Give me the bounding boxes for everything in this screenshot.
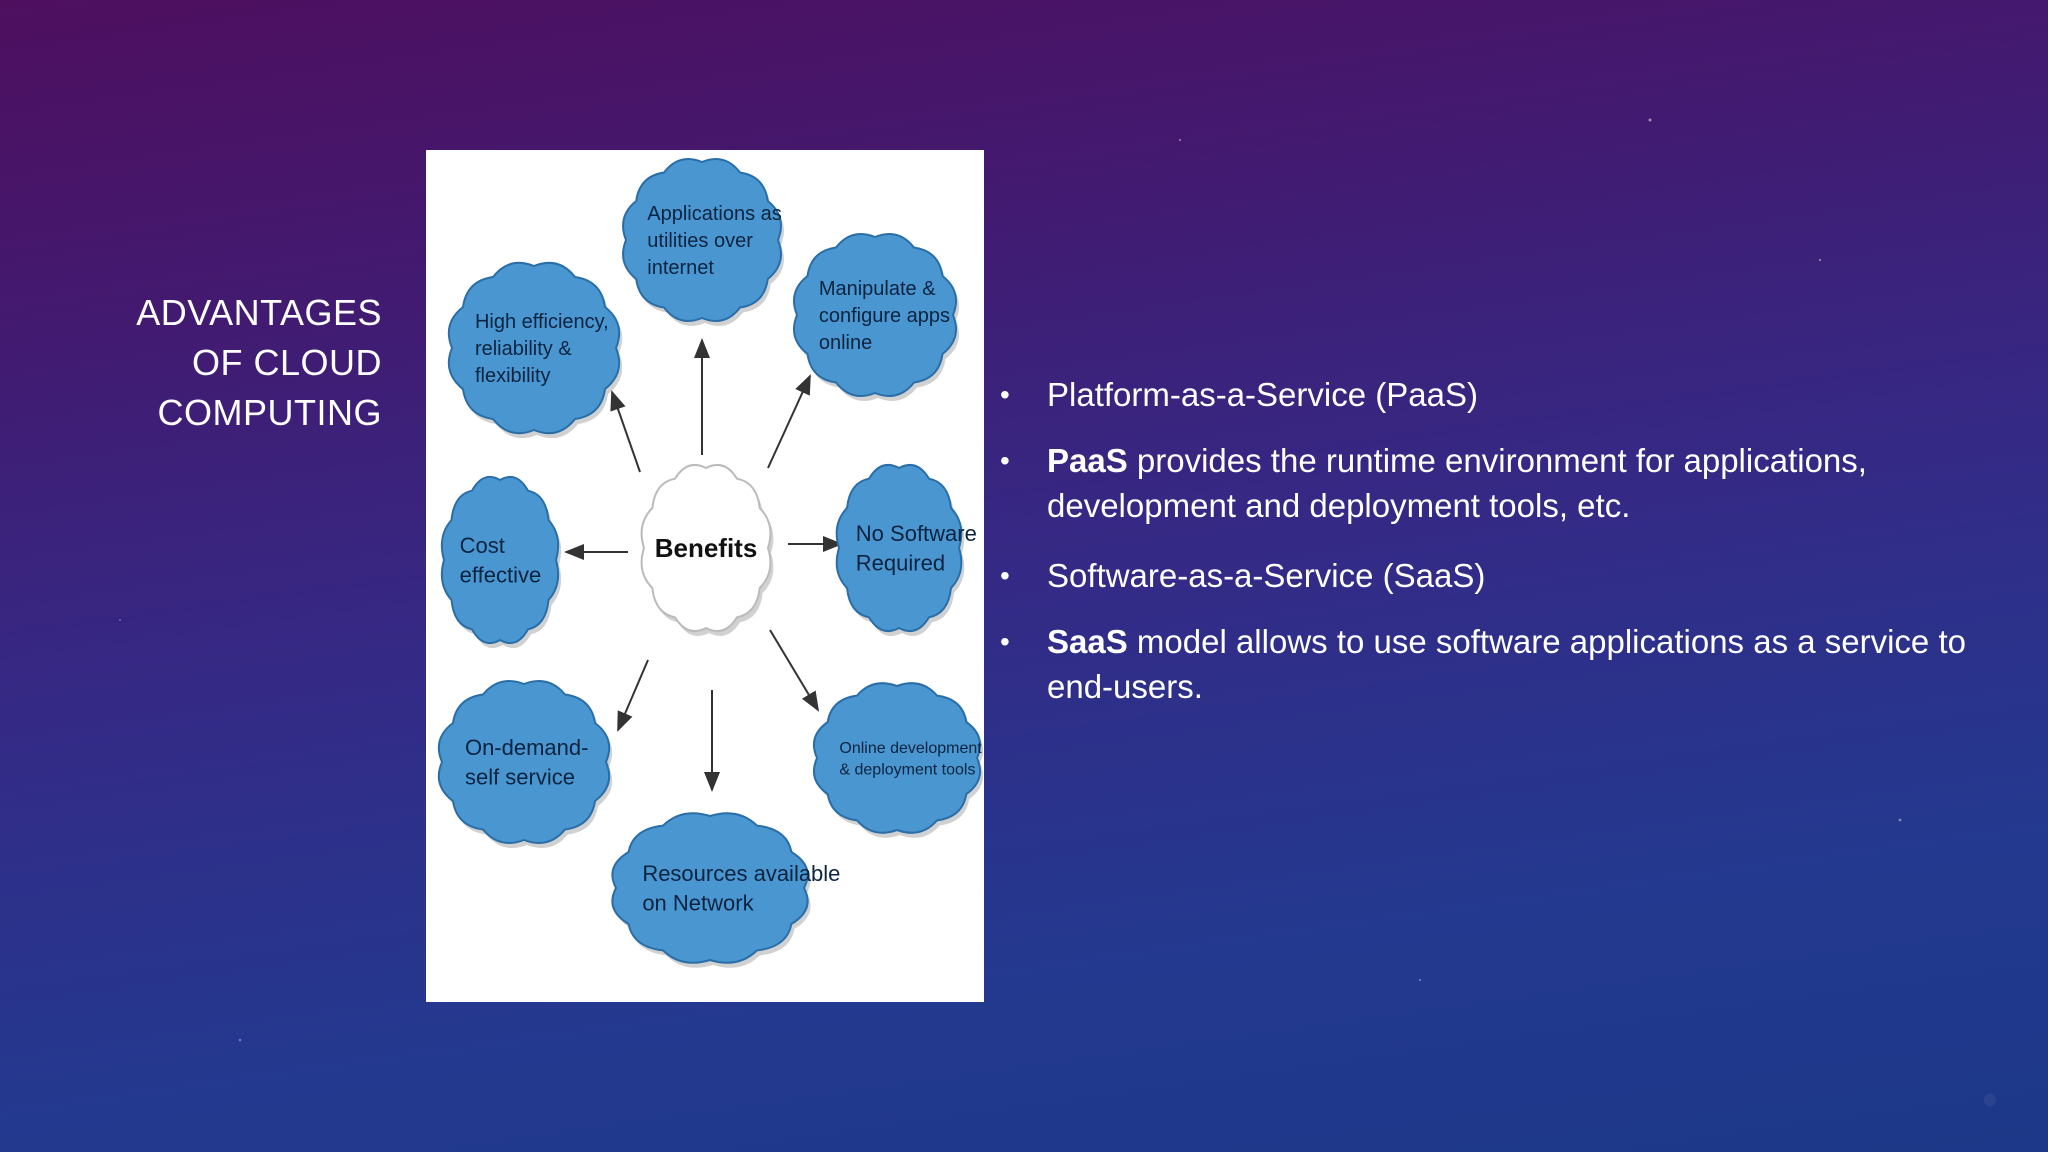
benefit-cloud-2: Manipulate & configure apps online [793, 233, 960, 402]
bullet-paas-description: PaaS provides the runtime environment fo… [1000, 438, 2000, 528]
benefit-label-line: utilities over [647, 230, 753, 252]
benefit-cloud-5: Resources available on Network [611, 812, 840, 968]
benefit-label-line: on Network [642, 891, 754, 916]
bullet-list: Platform-as-a-Service (PaaS) PaaS provid… [1000, 372, 2000, 709]
benefit-cloud-8: High efficiency, reliability & flexibility [447, 261, 623, 439]
benefit-label-line: Manipulate & [819, 278, 936, 300]
bullet-paas-title: Platform-as-a-Service (PaaS) [1000, 372, 2000, 417]
benefits-diagram-svg: Benefits Applications as utilities over int… [437, 158, 984, 968]
bullet-saas-description: SaaS model allows to use software applic… [1000, 619, 2000, 709]
slide-title: Advantages of Cloud Computing [136, 292, 382, 433]
benefit-label-line: No Software [856, 521, 977, 546]
benefit-label-line: reliability & [475, 338, 572, 360]
benefit-cloud-7: Cost effective [440, 476, 562, 649]
arrow-2 [767, 374, 811, 469]
arrow-6 [617, 659, 649, 732]
benefit-label-line: online [819, 332, 872, 354]
bullet-saas-title: Software-as-a-Service (SaaS) [1000, 553, 2000, 598]
benefit-label-line: Online development [839, 740, 982, 757]
benefit-label-line: flexibility [475, 365, 551, 387]
benefit-label-line: On-demand- [465, 735, 589, 760]
benefit-label-line: configure apps [819, 305, 950, 327]
benefit-label-line: & deployment tools [839, 761, 975, 778]
benefit-label-line: self service [465, 765, 575, 790]
benefit-label-line: High efficiency, [475, 311, 609, 333]
benefit-label-line: Applications as [647, 203, 782, 225]
benefits-center-cloud: Benefits [640, 464, 774, 637]
benefit-label-line: Cost [460, 533, 505, 558]
arrow-4 [769, 629, 820, 712]
benefits-diagram: Benefits Applications as utilities over int… [426, 150, 984, 1002]
arrow-8 [610, 390, 641, 473]
benefit-cloud-1: Applications as utilities over internet [622, 158, 784, 327]
benefit-label-line: Required [856, 551, 945, 576]
benefit-label-line: Resources available [642, 861, 840, 886]
center-label: Benefits [655, 533, 758, 563]
benefit-label-line: internet [647, 257, 714, 279]
benefit-label-line: effective [460, 563, 542, 588]
benefit-cloud-4: Online development & deployment tools [813, 682, 984, 838]
benefit-cloud-6: On-demand-self service [437, 680, 613, 849]
